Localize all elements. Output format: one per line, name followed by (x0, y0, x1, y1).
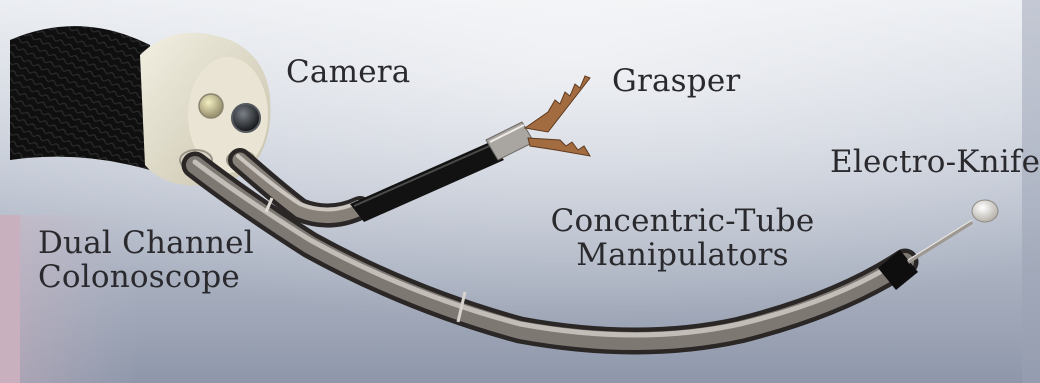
electro-knife-label: Electro-Knife (830, 145, 1040, 179)
colonoscope-label-line2: Colonoscope (38, 260, 254, 294)
concentric-tube-label-line1: Concentric-Tube (545, 204, 820, 238)
camera-lens (232, 104, 260, 132)
knife-tip (972, 200, 998, 222)
light-source (199, 94, 223, 118)
colonoscope-label-line1: Dual Channel (38, 226, 254, 260)
grasper-label: Grasper (612, 64, 740, 98)
concentric-tube-label-line2: Manipulators (545, 238, 820, 272)
colonoscope-label: Dual Channel Colonoscope (38, 226, 254, 294)
left-panel (0, 215, 20, 383)
camera-label: Camera (286, 55, 410, 89)
concentric-tube-label: Concentric-Tube Manipulators (545, 204, 820, 272)
